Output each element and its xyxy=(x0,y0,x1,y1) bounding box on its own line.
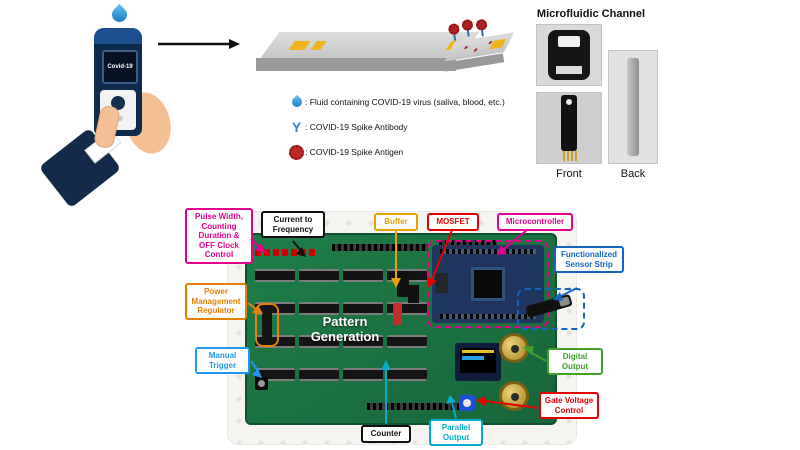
gate-voltage-potentiometer xyxy=(459,395,475,411)
ic-chip xyxy=(255,269,295,282)
microfluidic-channel-title: Microfluidic Channel xyxy=(536,8,646,20)
sensor-back-photo xyxy=(608,50,658,164)
callout-current-to-frequency: Current to Frequency xyxy=(261,211,325,239)
sensor-strip-dashed-outline xyxy=(517,288,585,330)
callout-functionalized-sensor-strip: Functionalized Sensor Strip xyxy=(554,246,624,274)
legend-text: : COVID-19 Spike Antigen xyxy=(305,147,404,157)
manual-trigger-button xyxy=(255,377,268,390)
spike-antigen-icon xyxy=(447,22,461,36)
led xyxy=(300,249,306,256)
device-screen-label: Covid-19 xyxy=(107,64,133,70)
ic-chip xyxy=(299,368,339,381)
antigen-dot xyxy=(463,45,469,50)
test-strip-slab xyxy=(252,28,480,80)
contact-pin xyxy=(575,151,577,161)
sensor-window xyxy=(566,99,572,105)
ic-chip xyxy=(343,368,383,381)
logic-ic-array xyxy=(255,269,431,401)
sample-pin-icon xyxy=(475,18,488,37)
led xyxy=(282,249,288,256)
sample-pin-icon xyxy=(461,18,474,37)
sensor-front-photo xyxy=(536,92,602,164)
ic-chip xyxy=(387,335,427,348)
pcb-board: Pattern Generation xyxy=(245,233,557,425)
antigen-dot xyxy=(473,48,478,52)
digital-output-connector xyxy=(499,333,529,363)
legend-text: : Fluid containing COVID-19 virus (saliv… xyxy=(305,97,505,107)
fluid-droplet-icon xyxy=(108,3,131,26)
led xyxy=(255,249,261,256)
pin-header xyxy=(440,249,536,254)
mosfet-component xyxy=(408,285,419,303)
back-label: Back xyxy=(620,168,646,180)
led-array xyxy=(255,249,315,256)
legend-item-antibody: Y : COVID-19 Spike Antibody xyxy=(288,119,408,135)
callout-pulse-width-clock-control: Pulse Width, Counting Duration & OFF Clo… xyxy=(185,208,253,264)
oled-pixels xyxy=(462,356,484,360)
parallel-output-header xyxy=(367,403,467,410)
usb-port xyxy=(435,273,448,293)
microfluidic-channel-photo xyxy=(536,24,602,86)
led xyxy=(273,249,279,256)
sample-pin-icon xyxy=(447,22,461,41)
spike-antigen-icon xyxy=(288,144,305,160)
contact-pin xyxy=(571,151,573,161)
pin-header xyxy=(440,314,536,319)
callout-parallel-output: Parallel Output xyxy=(429,419,483,447)
front-label: Front xyxy=(556,168,582,180)
channel-bar xyxy=(556,66,582,74)
oled-screen xyxy=(460,348,496,373)
oled-pixels xyxy=(462,350,494,353)
spike-antigen-icon xyxy=(475,18,488,32)
ic-chip xyxy=(299,302,339,315)
strip-sensing-end xyxy=(434,16,524,84)
led xyxy=(264,249,270,256)
callout-counter: Counter xyxy=(361,425,411,443)
gate-voltage-connector xyxy=(499,381,529,411)
callout-manual-trigger: Manual Trigger xyxy=(195,347,250,375)
power-regulator-outline xyxy=(255,303,279,347)
callout-buffer: Buffer xyxy=(374,213,418,231)
counter-ic xyxy=(397,271,409,297)
led xyxy=(291,249,297,256)
pattern-generation-label: Pattern Generation xyxy=(310,314,380,344)
channel-cartridge xyxy=(548,30,590,80)
pin-header xyxy=(332,244,428,251)
legend-item-antigen: : COVID-19 Spike Antigen xyxy=(288,144,403,160)
strip-front-face xyxy=(256,58,456,71)
ic-chip xyxy=(299,269,339,282)
ic-chip xyxy=(343,269,383,282)
device-screen: Covid-19 xyxy=(102,50,138,84)
contact-pin xyxy=(563,151,565,161)
contact-pad xyxy=(310,41,327,50)
callout-microcontroller: Microcontroller xyxy=(497,213,573,231)
sensor-strip-front xyxy=(561,95,577,151)
ic-chip xyxy=(343,335,383,348)
legend-text: : COVID-19 Spike Antibody xyxy=(305,122,408,132)
channel-slot xyxy=(558,36,580,47)
callout-gate-voltage-control: Gate Voltage Control xyxy=(539,392,599,420)
contact-pad xyxy=(288,41,311,50)
spike-antigen-icon xyxy=(461,18,474,32)
spike-antibody-icon: Y xyxy=(291,119,302,135)
sensor-strip-back xyxy=(627,58,639,156)
legend-item-fluid: : Fluid containing COVID-19 virus (saliv… xyxy=(288,94,505,110)
buffer-component xyxy=(393,303,402,325)
ic-chip xyxy=(299,335,339,348)
oled-display xyxy=(455,343,501,381)
device-inlet-cap xyxy=(94,28,142,44)
contact-pin xyxy=(567,151,569,161)
callout-mosfet: MOSFET xyxy=(427,213,479,231)
pin-header xyxy=(439,240,497,247)
ic-chip xyxy=(343,302,383,315)
callout-digital-output: Digital Output xyxy=(547,348,603,376)
ic-chip xyxy=(387,368,427,381)
mcu-chip xyxy=(474,270,502,298)
power-regulator xyxy=(262,309,272,341)
led xyxy=(309,249,315,256)
callout-power-management-regulator: Power Management Regulator xyxy=(185,283,247,320)
